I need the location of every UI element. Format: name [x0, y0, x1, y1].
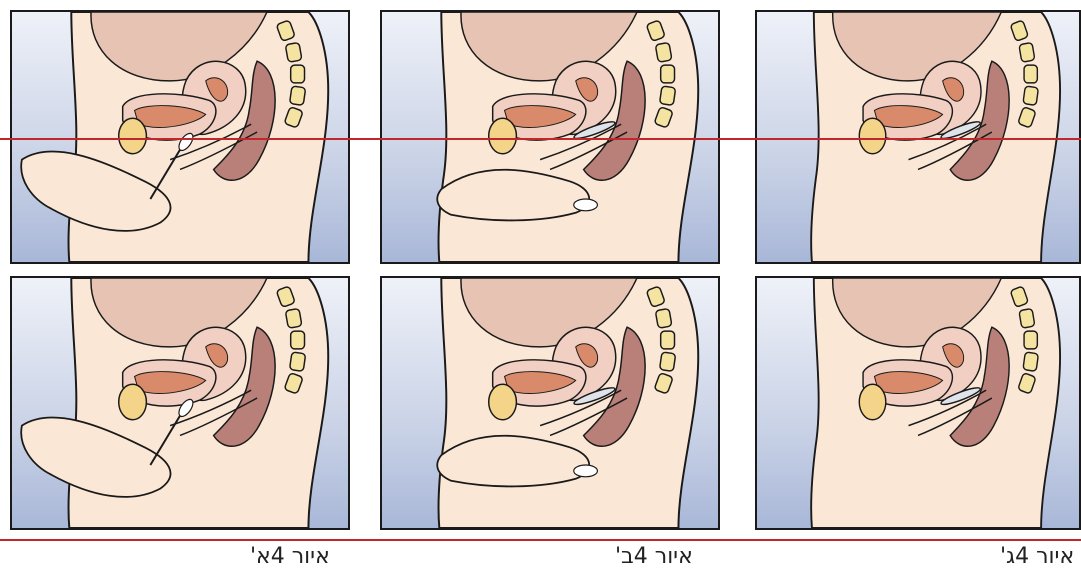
caption-4c: איור 4ג' [1000, 544, 1074, 569]
illustration-4c-bottom [755, 276, 1081, 530]
guide-line-lower [0, 539, 1081, 541]
illustration-4b-bottom [380, 276, 720, 530]
guide-line-upper [0, 138, 1081, 140]
caption-4b: איור 4ב' [615, 544, 693, 569]
illustration-4a-top [10, 10, 350, 264]
illustration-4c-top [755, 10, 1081, 264]
illustration-4a-bottom [10, 276, 350, 530]
caption-4a: איור 4א' [250, 544, 330, 569]
illustration-4b-top [380, 10, 720, 264]
